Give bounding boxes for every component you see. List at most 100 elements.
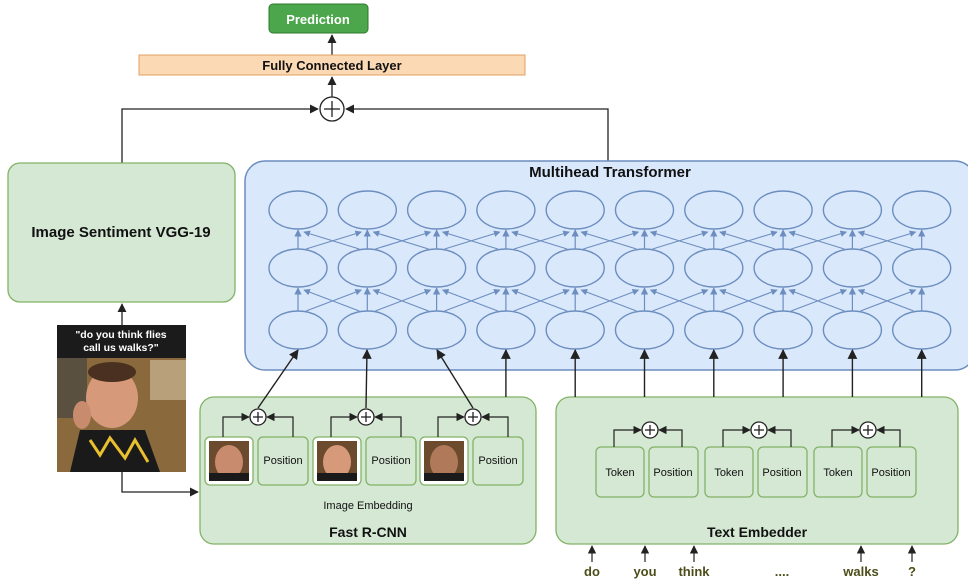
position-label: Position [653, 467, 692, 479]
token-label: Token [714, 467, 743, 479]
transformer-edge [788, 230, 845, 250]
transformer-title: Multihead Transformer [529, 164, 691, 181]
transformer-edge [719, 230, 776, 250]
transformer-edge [721, 289, 778, 312]
text-embedder-title: Text Embedder [707, 524, 808, 540]
crop-to-sum-arrow [222, 412, 250, 437]
token-word: walks [842, 564, 878, 579]
transformer-edge [652, 289, 709, 312]
attention-node [892, 310, 952, 350]
attention-node [406, 190, 467, 230]
position-to-sum-arrow [658, 425, 683, 447]
token-box: Token [595, 446, 645, 498]
position-to-sum-arrow [876, 425, 901, 447]
input-token: ? [907, 545, 917, 579]
input-token: .... [775, 564, 789, 579]
transformer-edge [305, 230, 362, 250]
token-to-sum-arrow [831, 425, 860, 447]
region-sum-node [249, 408, 267, 426]
attention-node [337, 248, 397, 288]
transformer-network [268, 190, 952, 350]
region-crop-image [204, 436, 254, 486]
transformer-edge [511, 230, 568, 250]
attention-node [406, 310, 467, 350]
region-embedding-group: Position [204, 408, 309, 486]
attention-node [337, 190, 397, 230]
attention-node [268, 190, 328, 230]
attention-node [545, 310, 605, 350]
position-box: Position [648, 446, 699, 498]
attention-node [684, 190, 744, 230]
attention-node [684, 310, 744, 350]
position-box: Position [472, 436, 524, 486]
attention-node [684, 248, 744, 288]
transformer-edge [303, 289, 360, 312]
input-token: walks [842, 545, 879, 579]
transformer-edge [441, 289, 499, 312]
token-embedding-group: Token Position [813, 421, 917, 498]
transformer-edge [444, 289, 501, 312]
token-embedding-group: Token Position [595, 421, 699, 498]
token-word: think [678, 564, 710, 579]
attention-node [476, 190, 536, 230]
transformer-edge [719, 289, 776, 312]
meme-caption-line1: "do you think flies [75, 329, 166, 341]
transformer-edge [860, 289, 917, 312]
token-word: you [633, 564, 656, 579]
meme-image: "do you think flies call us walks?" [57, 325, 186, 472]
position-label: Position [871, 467, 910, 479]
token-box: Token [704, 446, 754, 498]
transformer-edge [721, 230, 778, 250]
token-label: Token [605, 467, 634, 479]
region-embedding-group: Position [419, 408, 524, 486]
token-sum-node [641, 421, 659, 439]
transformer-edge [649, 230, 706, 250]
position-label: Position [762, 467, 801, 479]
region-to-transformer-arrow [361, 349, 372, 409]
input-token: you [633, 545, 657, 579]
attention-node [476, 248, 536, 288]
token-sum-node [750, 421, 768, 439]
region-sum-node [357, 408, 375, 426]
attention-node [268, 310, 328, 350]
attention-node [337, 310, 397, 350]
attention-node [545, 190, 605, 230]
token-to-sum-arrow [613, 425, 642, 447]
position-to-sum-arrow [767, 425, 792, 447]
transformer-edge [580, 230, 637, 250]
position-box: Position [866, 446, 917, 498]
attention-node [753, 310, 813, 350]
attention-node [892, 248, 952, 288]
transformer-edge [857, 230, 914, 250]
region-to-transformer-arrow [436, 349, 474, 409]
attention-node [406, 248, 467, 288]
region-crop-image [312, 436, 362, 486]
input-token: think [678, 545, 710, 579]
region-to-transformer-arrow [257, 349, 299, 409]
token-label: Token [823, 467, 852, 479]
position-to-sum-arrow [374, 412, 402, 437]
input-tokens: do you think.... walks? [584, 545, 917, 579]
position-box: Position [365, 436, 417, 486]
transformer-edge [790, 289, 848, 312]
transformer-edge [511, 289, 568, 312]
fully-connected-layer: Fully Connected Layer [138, 54, 526, 76]
attention-node [545, 248, 605, 288]
region-sum-node [464, 408, 482, 426]
transformer-edge [372, 230, 429, 250]
vgg-to-sum-arrow [121, 104, 319, 163]
position-box: Position [757, 446, 808, 498]
fast-rcnn-title: Fast R-CNN [329, 524, 407, 540]
meme-caption-line2: call us walks?" [83, 342, 159, 354]
meme-to-rcnn-arrow [121, 472, 199, 497]
position-label: Position [263, 455, 302, 467]
token-word: do [584, 564, 600, 579]
region-embedding-group: Position [312, 408, 417, 486]
transformer-to-sum-arrow [345, 104, 609, 163]
position-box: Position [257, 436, 309, 486]
attention-node [822, 190, 883, 230]
transformer-edge [583, 230, 640, 250]
fc-layer-label: Fully Connected Layer [262, 58, 401, 73]
